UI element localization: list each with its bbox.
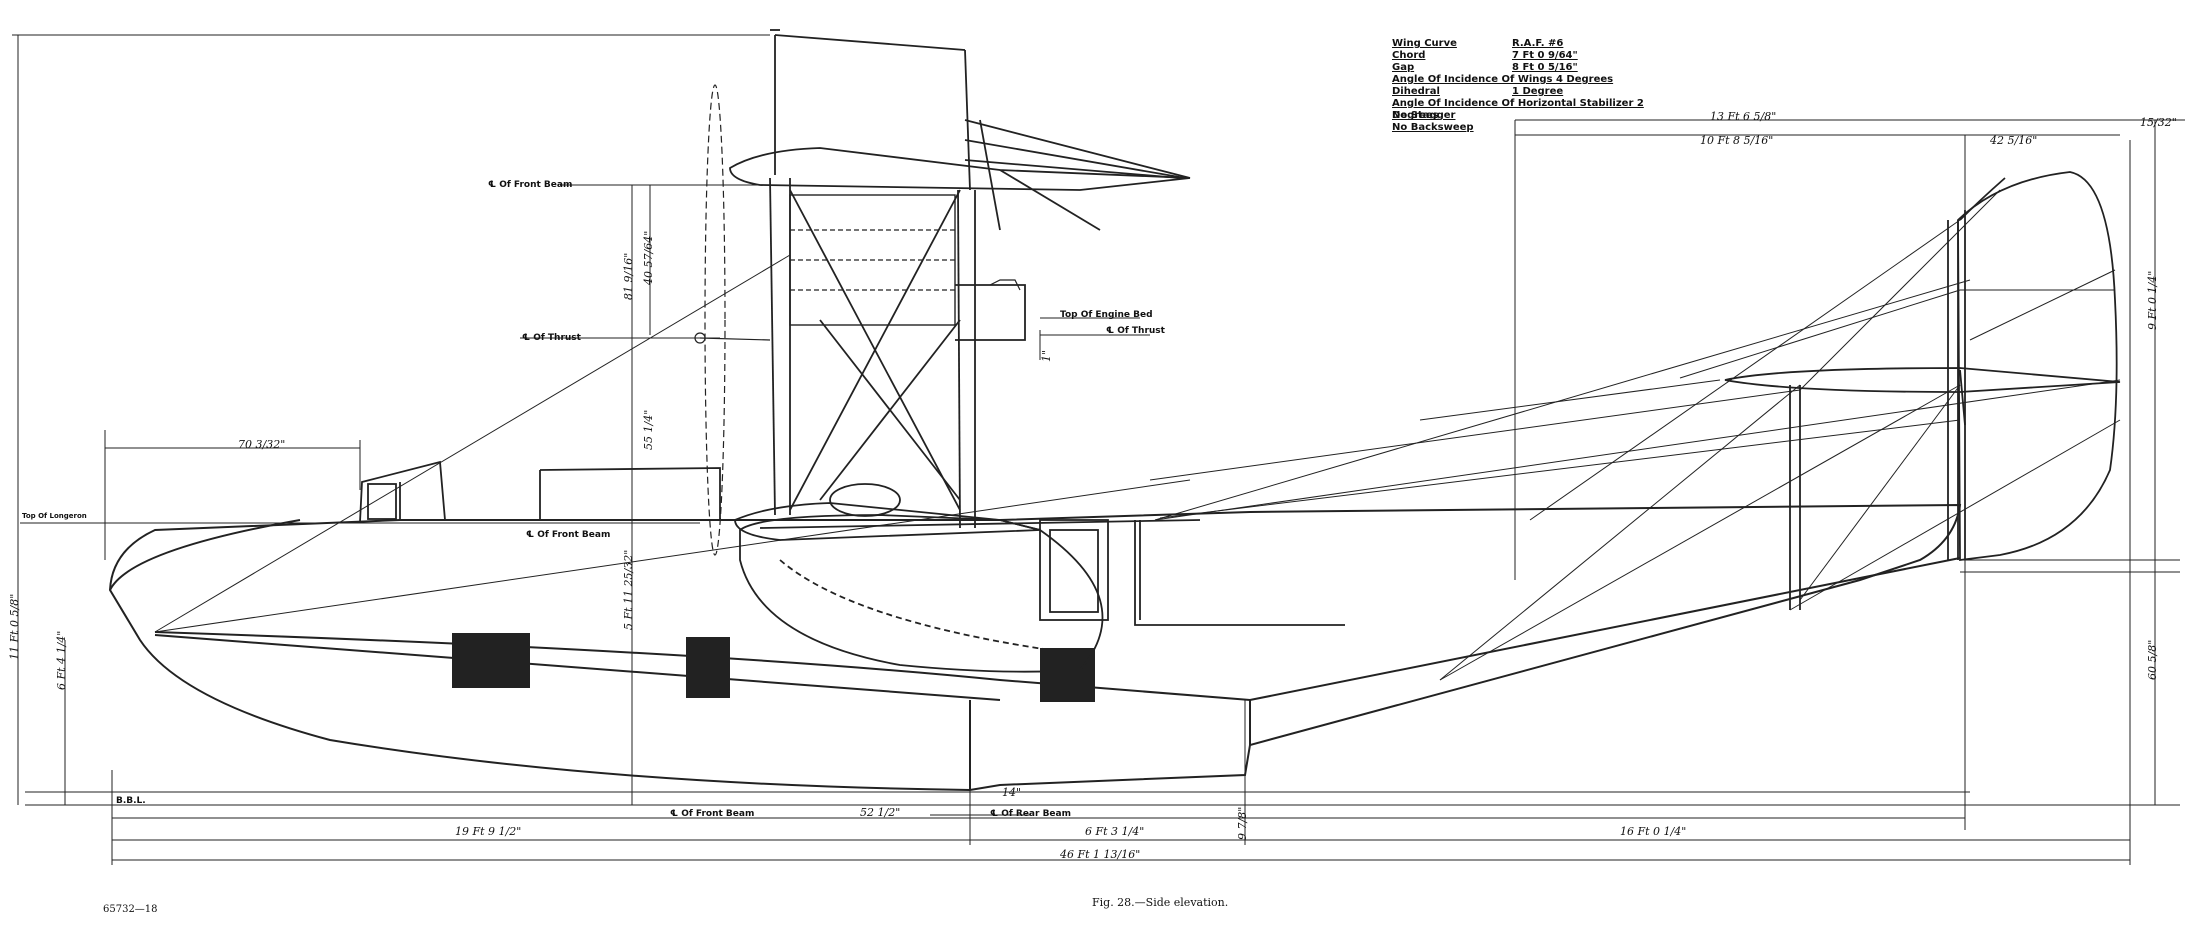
dim-10ft: 10 Ft 8 5/16" xyxy=(1700,134,1774,147)
label-front-beam-mid: ℄ Of Front Beam xyxy=(526,530,611,540)
spec-row: Angle Of Incidence Of Wings 4 Degrees xyxy=(1392,74,1672,86)
label-top-engine-bed: Top Of Engine Bed xyxy=(1060,310,1153,320)
tail-assembly xyxy=(1724,171,2121,610)
spec-label: Angle Of Incidence Of Horizontal Stabili… xyxy=(1392,98,1644,121)
dim-14: 14" xyxy=(1002,786,1022,799)
spec-label: Chord xyxy=(1392,50,1426,61)
hatch xyxy=(1039,519,1345,626)
spec-row: Dihedral 1 Degree xyxy=(1392,86,1672,98)
bracing-wires xyxy=(154,189,2121,681)
spec-value: R.A.F. #6 xyxy=(1512,38,1564,49)
wing-cellule xyxy=(729,29,1201,541)
spec-row: No Backsweep xyxy=(1392,122,1672,134)
dim-40: 40 57/64" xyxy=(642,230,655,285)
dim-11ft: 11 Ft 0 5/8" xyxy=(8,593,21,660)
dim-70: 70 3/32" xyxy=(238,438,286,451)
dim-5ft: 5 Ft 11 25/32" xyxy=(622,549,635,630)
label-top-longeron: Top Of Longeron xyxy=(22,512,87,520)
spec-value: 8 Ft 0 5/16" xyxy=(1512,62,1578,73)
dim-16ft: 16 Ft 0 1/4" xyxy=(1620,825,1687,838)
spec-row: Gap 8 Ft 0 5/16" xyxy=(1392,62,1672,74)
hull-dark-panels xyxy=(452,633,1095,702)
spec-row: Chord 7 Ft 0 9/64" xyxy=(1392,50,1672,62)
dim-97: 9 7/8" xyxy=(1236,806,1249,840)
spec-label: Angle Of Incidence Of Wings 4 Degrees xyxy=(1392,74,1614,85)
label-bbl: B.B.L. xyxy=(116,796,146,806)
dim-42: 42 5/16" xyxy=(1990,134,2038,147)
windscreen xyxy=(359,460,721,523)
dim-6ft4: 6 Ft 3 1/4" xyxy=(1085,825,1145,838)
hull xyxy=(108,503,1962,792)
dim-19ft: 19 Ft 9 1/2" xyxy=(455,825,522,838)
dim-6ft: 6 Ft 4 1/4" xyxy=(55,630,68,690)
nacelle-pod xyxy=(739,514,1104,673)
label-thrust-right: ℄ Of Thrust xyxy=(1106,326,1165,336)
dim-9ft: 9 Ft 0 1/4" xyxy=(2146,270,2159,330)
label-front-beam-top: ℄ Of Front Beam xyxy=(488,180,573,190)
dim-13ft: 13 Ft 6 5/8" xyxy=(1710,110,1777,123)
spec-label: Wing Curve xyxy=(1392,38,1457,49)
dim-15: 15/32" xyxy=(2140,116,2177,129)
spec-value: 1 Degree xyxy=(1512,86,1564,97)
spec-row: Wing Curve R.A.F. #6 xyxy=(1392,38,1672,50)
dim-81: 81 9/16" xyxy=(622,252,635,300)
spec-table: Wing Curve R.A.F. #6 Chord 7 Ft 0 9/64" Ga… xyxy=(1392,38,1672,134)
dim-46ft: 46 Ft 1 13/16" xyxy=(1060,848,1141,861)
spec-row: No Stagger xyxy=(1392,110,1672,122)
spec-row: Angle Of Incidence Of Horizontal Stabili… xyxy=(1392,98,1672,121)
dim-1in: 1" xyxy=(1040,349,1053,362)
reference-lines xyxy=(20,379,2180,793)
propeller xyxy=(694,84,771,556)
dim-55: 55 1/4" xyxy=(642,409,655,450)
plate-number: 65732—18 xyxy=(103,904,158,915)
spec-label: Gap xyxy=(1392,62,1415,73)
dim-60: 60 5/8" xyxy=(2146,639,2159,680)
figure-caption: Fig. 28.—Side elevation. xyxy=(1092,896,1229,909)
label-rear-beam-bottom: ℄ Of Rear Beam xyxy=(990,809,1071,819)
label-thrust: ℄ Of Thrust xyxy=(522,333,581,343)
spec-label: No Backsweep xyxy=(1392,122,1474,133)
dim-52: 52 1/2" xyxy=(860,806,901,819)
spec-label: No Stagger xyxy=(1392,110,1456,121)
spec-label: Dihedral xyxy=(1392,86,1440,97)
label-front-beam-bottom: ℄ Of Front Beam xyxy=(670,809,755,819)
spec-value: 7 Ft 0 9/64" xyxy=(1512,50,1578,61)
